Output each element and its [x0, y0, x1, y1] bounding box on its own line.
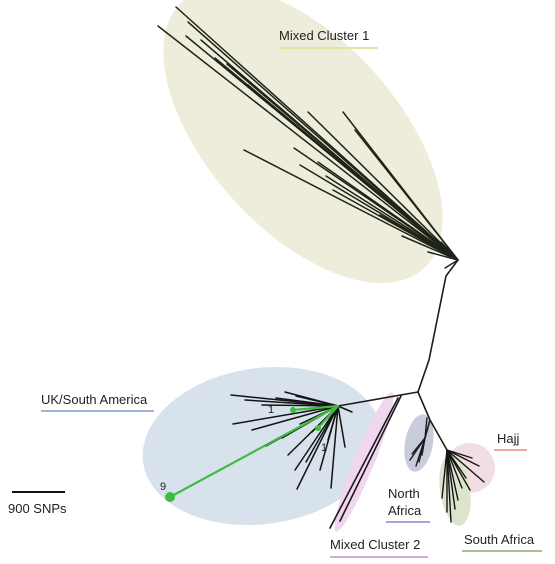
mixed-cluster-1-underline [279, 47, 378, 49]
tree-backbone [337, 259, 459, 451]
mixed-cluster-2-underline [330, 556, 428, 558]
north-africa-label-line2: Africa [388, 503, 422, 518]
hajj-underline [494, 449, 527, 451]
mixed-cluster-1-branches [157, 6, 459, 269]
north-africa-label-line1: North [388, 486, 420, 501]
mixed-cluster-2-branches [329, 395, 402, 529]
uk-south-america-underline [41, 410, 154, 412]
sample-dot-green-top [290, 407, 296, 413]
south-africa-label: South Africa [464, 532, 535, 547]
uk-south-america-label: UK/South America [41, 392, 148, 407]
sample-dot-green-mid [315, 425, 321, 431]
north-africa-branches [409, 417, 428, 467]
mixed-cluster-1-label: Mixed Cluster 1 [279, 28, 370, 43]
scale-bar-label: 900 SNPs [8, 501, 67, 516]
count-label-top: 1 [268, 404, 275, 416]
hajj-south-africa-branches [441, 449, 485, 523]
hajj-label: Hajj [497, 431, 520, 446]
sample-dot-green-large [165, 492, 175, 502]
count-label-mid: 1 [321, 442, 328, 454]
highlighted-lineage [168, 404, 340, 499]
north-africa-underline [386, 521, 430, 523]
count-label-green: 9 [160, 481, 167, 493]
south-africa-underline [462, 550, 542, 552]
mixed-cluster-2-label: Mixed Cluster 2 [330, 537, 421, 552]
north-africa-region [404, 414, 434, 472]
